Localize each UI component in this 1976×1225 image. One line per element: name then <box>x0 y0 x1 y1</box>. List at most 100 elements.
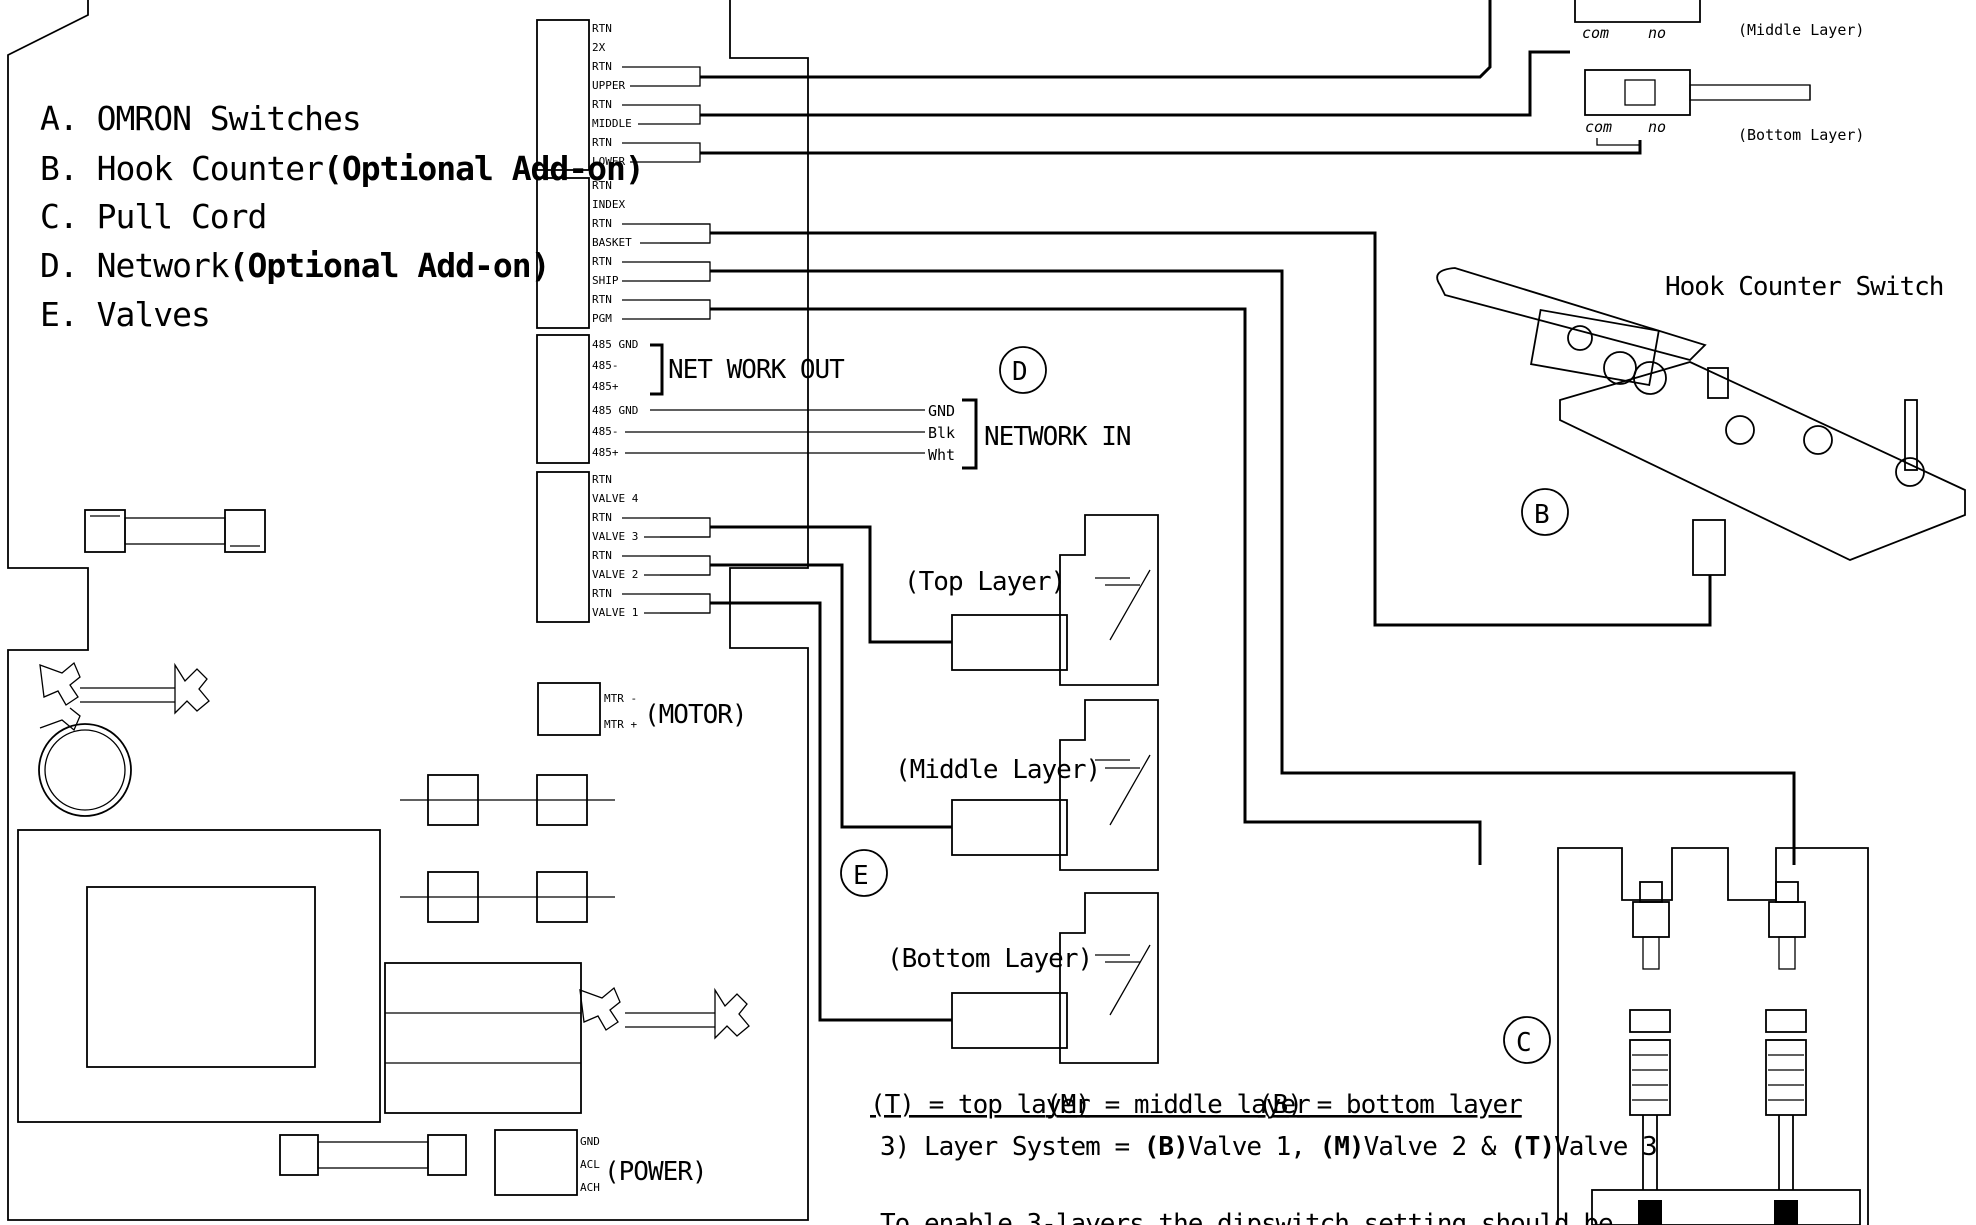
svg-text:C: C <box>1516 1028 1531 1058</box>
power-pin-acl: ACL <box>580 1158 600 1171</box>
heatsink-lower <box>579 986 750 1040</box>
valve-bottom <box>951 892 1159 1064</box>
tb2-pin-5: RTN <box>592 255 612 268</box>
power-pin-gnd: GND <box>580 1135 600 1148</box>
network-in-gnd: GND <box>928 402 955 420</box>
legend-e: E. Valves <box>40 295 210 334</box>
callout-b: B <box>1521 488 1569 536</box>
switch-bottom-no: no <box>1648 118 1666 136</box>
tb4-pin-2: VALVE 4 <box>592 492 639 505</box>
valve-bottom-label: (Bottom Layer) <box>887 944 1092 974</box>
switch-bottom-label: (Bottom Layer) <box>1738 126 1864 144</box>
valve-middle-label: (Middle Layer) <box>895 755 1100 785</box>
diodes <box>400 774 615 923</box>
motor-connector <box>537 682 601 736</box>
motor-pin-plus: MTR + <box>604 718 637 731</box>
terminal-blocks <box>536 19 590 623</box>
tb4-pin-8: VALVE 1 <box>592 606 638 619</box>
layer-key: (T) = top layer (M) = middle layer (B) =… <box>870 1090 1523 1120</box>
transformer-outer <box>17 829 381 1123</box>
network-in-label: NETWORK IN <box>984 422 1131 452</box>
valve-top-label: (Top Layer) <box>904 567 1065 597</box>
tb1-pin-1: RTN <box>592 22 612 35</box>
tb3-pin-3: 485+ <box>592 380 619 393</box>
motor-pin-minus: MTR - <box>604 692 637 705</box>
tb2-pin-1: RTN <box>592 179 612 192</box>
index-wires <box>710 231 1796 865</box>
callout-e: E <box>840 849 888 897</box>
valve-middle <box>951 699 1159 871</box>
hook-counter-switch <box>1436 267 1966 576</box>
fuse-upper <box>84 509 266 553</box>
tb3-pin-6: 485+ <box>592 446 619 459</box>
pull-cord-assembly <box>1557 847 1869 1225</box>
relay-block <box>384 962 582 1114</box>
legend-b: B. Hook Counter(Optional Add-on) <box>40 149 644 188</box>
omron-switch-bottom: com no (Bottom Layer) <box>1584 69 1864 146</box>
svg-text:E: E <box>853 861 868 891</box>
tb3-pin-5: 485- <box>592 425 619 438</box>
callout-d: D <box>999 346 1047 394</box>
terminal-block-1-labels: RTN 2X RTN UPPER RTN MIDDLE RTN LOWER <box>592 22 632 168</box>
tb2-pin-8: PGM <box>592 312 612 325</box>
legend-a: A. OMRON Switches <box>40 99 361 138</box>
tb3-pin-1: 485 GND <box>592 338 638 351</box>
pin-leads <box>622 66 925 614</box>
tb4-pin-6: VALVE 2 <box>592 568 638 581</box>
tb1-pin-2: 2X <box>592 41 606 54</box>
fuse-lower <box>279 1134 467 1176</box>
tb2-pin-4: BASKET <box>592 236 632 249</box>
omron-switch-middle: com no (Middle Layer) <box>1574 0 1864 42</box>
switch-middle-no: no <box>1648 24 1666 42</box>
key-bottom: (B) = bottom layer <box>1258 1090 1522 1120</box>
terminal-block-2-labels: RTN INDEX RTN BASKET RTN SHIP RTN PGM <box>592 179 632 325</box>
tb2-pin-3: RTN <box>592 217 612 230</box>
network-in-blk: Blk <box>928 424 955 442</box>
valve-wires <box>710 525 952 1022</box>
legend-d: D. Network(Optional Add-on) <box>40 246 549 285</box>
tb4-pin-7: RTN <box>592 587 612 600</box>
switch-bottom-com: com <box>1585 118 1612 136</box>
legend: A. OMRON Switches B. Hook Counter(Option… <box>40 99 645 334</box>
power-pin-ach: ACH <box>580 1181 600 1194</box>
valve-top <box>951 514 1159 686</box>
power-connector <box>494 1129 578 1196</box>
callout-c: C <box>1503 1016 1551 1064</box>
network-in-bracket <box>962 398 978 470</box>
tb4-pin-5: RTN <box>592 549 612 562</box>
terminal-block-4-labels: RTN VALVE 4 RTN VALVE 3 RTN VALVE 2 RTN … <box>592 473 639 619</box>
tb2-pin-6: SHIP <box>592 274 619 287</box>
control-board <box>7 0 809 1221</box>
omron-wires <box>700 0 1642 155</box>
network-in-wht: Wht <box>928 446 955 464</box>
tb1-pin-7: RTN <box>592 136 612 149</box>
tb1-pin-5: RTN <box>592 98 612 111</box>
tb3-pin-2: 485- <box>592 359 619 372</box>
tb2-pin-2: INDEX <box>592 198 625 211</box>
tb4-pin-1: RTN <box>592 473 612 486</box>
network-out-label: NET WORK OUT <box>668 355 845 385</box>
svg-text:B: B <box>1534 500 1549 530</box>
key-middle: (M) = middle layer <box>1046 1090 1310 1120</box>
switch-middle-label: (Middle Layer) <box>1738 21 1864 39</box>
power-label: (POWER) <box>604 1157 707 1187</box>
motor-label: (MOTOR) <box>644 700 747 730</box>
terminal-block-3-labels: 485 GND 485- 485+ 485 GND 485- 485+ <box>592 338 638 459</box>
tb2-pin-7: RTN <box>592 293 612 306</box>
network-out-bracket <box>650 343 664 396</box>
tb1-pin-6: MIDDLE <box>592 117 632 130</box>
switch-middle-com: com <box>1582 24 1609 42</box>
hook-counter-title: Hook Counter Switch <box>1665 272 1943 302</box>
tb1-pin-3: RTN <box>592 60 612 73</box>
tb4-pin-3: RTN <box>592 511 612 524</box>
transformer-core <box>86 886 316 1068</box>
tb1-pin-8: LOWER <box>592 155 625 168</box>
legend-c: C. Pull Cord <box>40 197 266 236</box>
tb4-pin-4: VALVE 3 <box>592 530 638 543</box>
buzzer-circle <box>38 723 132 817</box>
tb3-pin-4: 485 GND <box>592 404 638 417</box>
svg-text:D: D <box>1012 357 1027 387</box>
tb1-pin-4: UPPER <box>592 79 625 92</box>
heatsink-upper <box>39 661 210 732</box>
